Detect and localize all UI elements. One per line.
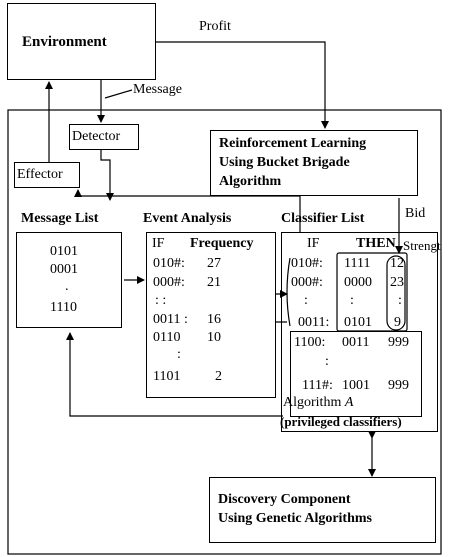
bid-label: Bid bbox=[405, 206, 426, 221]
discovery-line-1: Discovery Component bbox=[218, 492, 351, 507]
effector-label: Effector bbox=[17, 167, 63, 182]
classifier-col-if: IF bbox=[307, 236, 320, 251]
classifier-row-action: 0000 bbox=[344, 275, 372, 290]
privileged-row-strength: 999 bbox=[388, 378, 409, 393]
classifier-row-strength: 23 bbox=[390, 275, 404, 290]
algorithm-label-var: A bbox=[344, 395, 354, 410]
detector-label: Detector bbox=[72, 129, 121, 144]
classifier-list-box: IF THEN Strengt 010#: 1111 12 000#: 0000… bbox=[281, 232, 441, 432]
event-row-cond: 000#: bbox=[153, 275, 185, 290]
algorithm-label-prefix: Algorithm bbox=[283, 395, 345, 410]
algorithm-to-message-list-arrow bbox=[66, 332, 283, 417]
message-row: 0001 bbox=[50, 262, 78, 277]
classifier-col-strength: Strengt bbox=[403, 238, 441, 253]
classifier-list-title: Classifier List bbox=[281, 211, 365, 226]
classifier-row-cond: 010#: bbox=[291, 256, 323, 271]
classifier-row-cond: 0011: bbox=[298, 315, 330, 330]
event-row-cond: 0110 bbox=[153, 330, 181, 345]
classifier-to-effector-arrow bbox=[74, 189, 301, 232]
privileged-row-cond: 1100: bbox=[294, 335, 326, 350]
classifier-col-then: THEN bbox=[356, 236, 396, 251]
event-col-frequency: Frequency bbox=[190, 236, 254, 251]
classifier-row-cond: 000#: bbox=[291, 275, 323, 290]
strength-ellipse bbox=[386, 255, 406, 331]
message-list-box: 0101 0001 . 1110 bbox=[16, 232, 122, 328]
privileged-row-action: 1001 bbox=[342, 378, 370, 393]
discovery-component-box: Discovery Component Using Genetic Algori… bbox=[209, 477, 436, 543]
discovery-line-2: Using Genetic Algorithms bbox=[218, 511, 372, 526]
event-row-cond: 010#: bbox=[153, 256, 185, 271]
system-frame bbox=[7, 109, 442, 555]
event-row-cond: : bbox=[177, 347, 181, 362]
event-analysis-title: Event Analysis bbox=[143, 211, 232, 226]
reinforcement-line-2: Using Bucket Brigade bbox=[219, 155, 350, 170]
event-col-if: IF bbox=[152, 236, 165, 251]
privileged-classifiers-label: (privileged classifiers) bbox=[280, 414, 402, 429]
event-analysis-box: IF Frequency 010#: 27 000#: 21 : : 0011 … bbox=[146, 232, 276, 398]
privileged-row-cond: : bbox=[325, 354, 329, 369]
message-label-connector bbox=[104, 89, 133, 99]
classifier-row-action: 1111 bbox=[344, 256, 371, 271]
classifier-row-cond: : bbox=[304, 293, 308, 308]
event-row-freq: 27 bbox=[207, 256, 221, 271]
classifier-row-strength: : bbox=[398, 293, 402, 308]
classifier-bracket-left bbox=[286, 257, 291, 327]
event-row-freq: 21 bbox=[207, 275, 221, 290]
environment-label: Environment bbox=[22, 34, 107, 50]
event-row-freq: 2 bbox=[215, 369, 222, 384]
detector-to-message-list-arrow bbox=[100, 150, 114, 201]
classifier-row-action: : bbox=[350, 293, 354, 308]
event-row-cond: : : bbox=[155, 293, 167, 308]
classifier-row-strength: 12 bbox=[390, 256, 404, 271]
profit-label: Profit bbox=[199, 19, 231, 34]
reinforcement-learning-box: Reinforcement Learning Using Bucket Brig… bbox=[210, 130, 418, 196]
reinforcement-line-3: Algorithm bbox=[219, 174, 282, 189]
privileged-classifiers-box: 1100: 0011 999 : 111#: 1001 999 bbox=[290, 331, 422, 417]
effector-box: Effector bbox=[14, 162, 80, 188]
message-list-title: Message List bbox=[21, 211, 99, 226]
environment-box: Environment bbox=[7, 3, 156, 80]
classifier-row-action: 0101 bbox=[344, 315, 372, 330]
message-row: . bbox=[65, 279, 69, 294]
privileged-row-cond: 111#: bbox=[302, 378, 333, 393]
privileged-row-strength: 999 bbox=[388, 335, 409, 350]
event-row-freq: 16 bbox=[207, 312, 221, 327]
reinforcement-line-1: Reinforcement Learning bbox=[219, 136, 367, 151]
message-row: 0101 bbox=[50, 244, 78, 259]
event-row-cond: 0011 : bbox=[153, 312, 188, 327]
detector-box: Detector bbox=[69, 124, 139, 150]
profit-arrow bbox=[156, 41, 329, 129]
privileged-row-action: 0011 bbox=[342, 335, 370, 350]
message-label: Message bbox=[133, 82, 182, 97]
event-row-cond: 1101 bbox=[153, 369, 181, 384]
classifier-row-strength: 9 bbox=[394, 315, 401, 330]
algorithm-label: Algorithm A bbox=[283, 395, 353, 411]
event-row-freq: 10 bbox=[207, 330, 221, 345]
message-row: 1110 bbox=[50, 300, 77, 315]
